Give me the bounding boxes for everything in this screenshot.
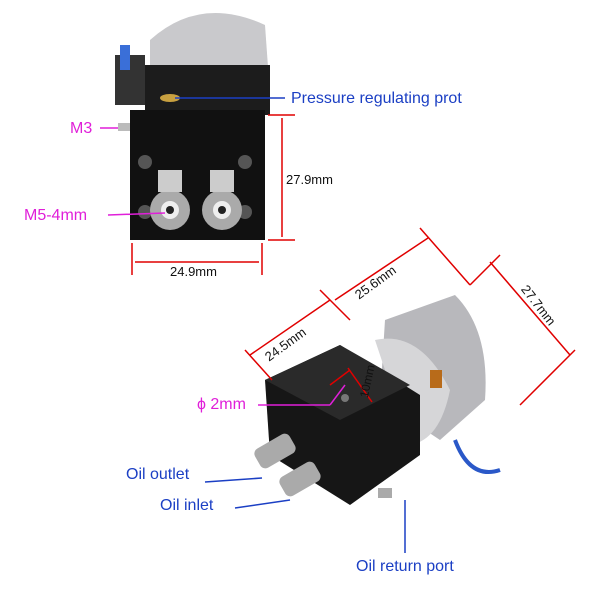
width-dimension: 24.9mm [170, 264, 217, 279]
top-pump-photo [115, 12, 270, 240]
top-dimension-lines [131, 114, 295, 275]
side-dimension-lines [244, 227, 576, 406]
pressure-port-label: Pressure regulating prot [291, 90, 462, 107]
height-dimension: 27.9mm [286, 172, 333, 187]
m5-label: M5-4mm [24, 207, 88, 224]
side-pump-photo [254, 295, 501, 505]
m3-label: M3 [70, 120, 93, 137]
oil-return-port-label: Oil return port [356, 558, 454, 575]
side-callout-lines [204, 477, 406, 553]
oil-outlet-label: Oil outlet [126, 466, 190, 483]
hole-diameter-label: ϕ 2mm [197, 396, 246, 413]
side-magenta-lines [258, 384, 346, 406]
top-magenta-lines [100, 127, 166, 216]
oil-inlet-label: Oil inlet [160, 497, 214, 514]
